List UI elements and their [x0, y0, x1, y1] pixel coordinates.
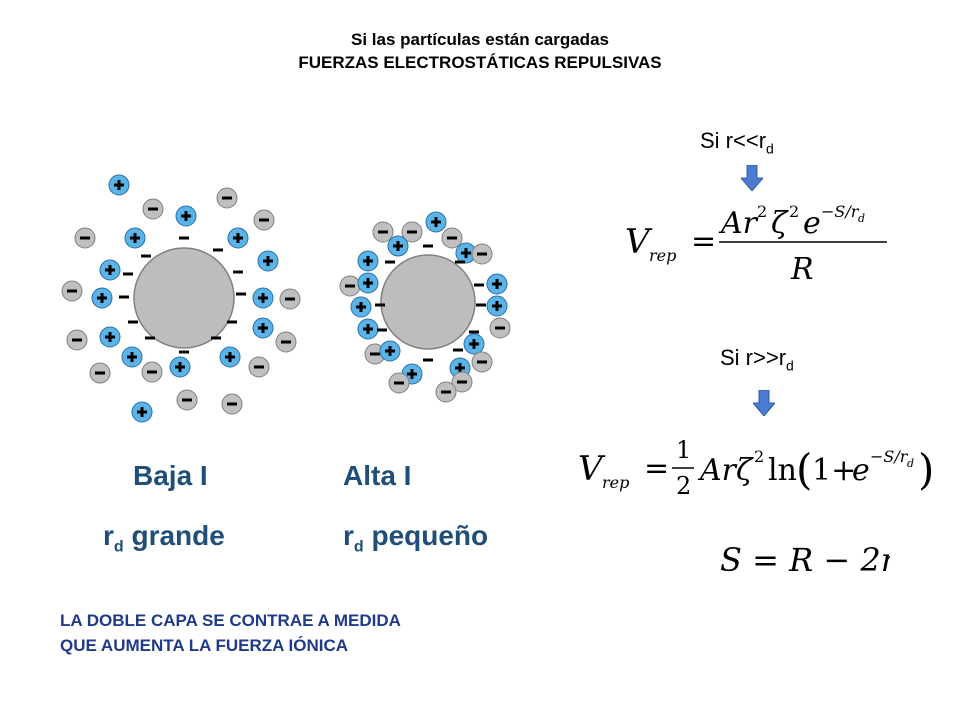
svg-text:2: 2 [757, 202, 767, 221]
svg-text:Ar: Ar [697, 453, 738, 488]
svg-text:): ) [918, 445, 934, 494]
footer-line-2: QUE AUMENTA LA FUERZA IÓNICA [60, 636, 349, 655]
svg-text:e: e [852, 453, 870, 488]
svg-text:2: 2 [754, 447, 764, 466]
equation-large-r: V rep = 1 2 Ar ζ 2 ln ( 1+ e −S/r d ) [578, 436, 934, 500]
rd-desc: pequeño [363, 520, 489, 551]
ion-layer [61, 174, 511, 423]
svg-text:−S/r: −S/r [821, 202, 860, 221]
svg-text:Ar: Ar [718, 206, 759, 241]
svg-text:e: e [803, 206, 821, 241]
condition-subscript: d [766, 140, 774, 157]
low-ionic-label: Baja I [133, 460, 208, 491]
header-line-2: FUERZAS ELECTROSTÁTICAS REPULSIVAS [298, 53, 662, 72]
condition-text: Si r<<r [700, 128, 767, 153]
high-ionic-particle [380, 254, 476, 350]
svg-text:1: 1 [676, 436, 691, 464]
eq-lhs-sub: rep [649, 246, 676, 265]
footer-line-1: LA DOBLE CAPA SE CONTRAE A MEDIDA [60, 611, 401, 630]
svg-text:ζ: ζ [771, 206, 789, 241]
high-rd-label: rd pequeño [343, 520, 488, 557]
condition-text: Si r>>r [720, 345, 787, 370]
svg-text:=: = [644, 451, 669, 486]
equation-s: S = R − 2r [720, 541, 890, 579]
svg-text:2: 2 [676, 472, 691, 500]
rd-symbol: r [103, 520, 114, 551]
eq-lhs-sub: rep [602, 473, 629, 492]
down-arrow-icon [753, 390, 775, 416]
condition-large-r: Si r>>rd [720, 345, 794, 373]
high-ionic-label: Alta I [343, 460, 412, 491]
svg-text:=: = [691, 224, 716, 259]
svg-text:2: 2 [789, 202, 799, 221]
equation-small-r: V rep = Ar 2 ζ 2 e −S/r d R [625, 202, 887, 287]
rd-subscript: d [113, 538, 124, 556]
svg-text:(: ( [796, 445, 812, 494]
low-rd-label: rd grande [103, 520, 225, 557]
condition-subscript: d [786, 357, 794, 374]
eq-lhs-v: V [625, 222, 653, 262]
svg-text:1+: 1+ [812, 453, 856, 488]
rd-symbol: r [343, 520, 354, 551]
particle-core-high [380, 254, 476, 350]
low-ionic-particle [133, 247, 235, 349]
svg-text:−S/r: −S/r [870, 447, 909, 466]
svg-text:R: R [790, 252, 814, 287]
eq-s-text: S = R − 2r [720, 541, 890, 579]
svg-text:d: d [858, 212, 865, 225]
rd-desc: grande [123, 520, 225, 551]
svg-text:ln: ln [768, 453, 797, 488]
condition-small-r: Si r<<rd [700, 128, 774, 156]
svg-text:ζ: ζ [736, 453, 754, 488]
eq-lhs-v: V [578, 449, 606, 489]
particle-core-low [133, 247, 235, 349]
down-arrow-icon [741, 165, 763, 191]
rd-subscript: d [353, 538, 364, 556]
svg-text:d: d [907, 457, 914, 470]
header-line-1: Si las partículas están cargadas [351, 30, 609, 49]
